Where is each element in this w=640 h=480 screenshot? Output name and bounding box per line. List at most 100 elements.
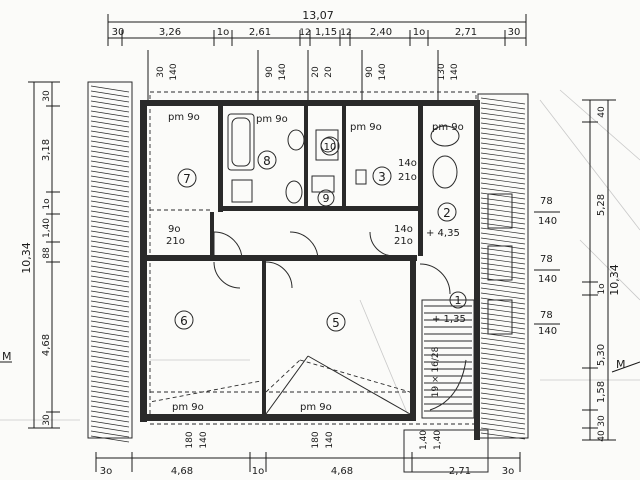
roof-hatch-line [480, 292, 526, 300]
top-seg-4: 2,61 [249, 27, 271, 38]
room-3-label: 3 [378, 170, 386, 184]
top-open-8: 140 [378, 63, 388, 80]
window-r1-width: 78 [540, 196, 553, 207]
roof-hatch-line [480, 412, 526, 420]
window-r2-width: 78 [540, 254, 553, 265]
roof-hatch-line [90, 165, 130, 173]
roof-hatch-line [480, 117, 526, 125]
bathroom-fixtures [227, 113, 460, 204]
annotations: pm 9o pm 9o pm 9o pm 9o pm 9o pm 9o 14o … [166, 112, 560, 413]
roof-hatch-line [90, 365, 130, 373]
top-seg-8: 2,40 [370, 27, 392, 38]
roof-hatch-line [480, 337, 526, 345]
room-10-label: 10 [324, 142, 337, 153]
roof-hatch-line [480, 297, 526, 305]
right-total-label: 10,34 [608, 264, 621, 296]
roof-hatch-line [480, 417, 526, 425]
roof-hatch-line [480, 377, 526, 385]
roof-hatch-line [90, 230, 130, 238]
roof-hatch-line [90, 160, 130, 168]
dimension-chain-right: 10,34 40 5,28 1o 5,30 1,58 30 40 [582, 99, 621, 442]
roof-hatch-line [90, 305, 130, 313]
roof-hatch-line [90, 325, 130, 333]
roof-hatch-line [480, 347, 526, 355]
pm-label-room2: pm 9o [432, 122, 464, 133]
roof-hatch-line [480, 112, 526, 120]
roof-hatch-line [90, 130, 130, 138]
roof-hatch-line [480, 122, 526, 130]
room-5-label: 5 [332, 316, 340, 330]
top-seg-11: 30 [508, 27, 521, 38]
roof-hatch-line [480, 107, 526, 115]
roof-hatch-line [480, 127, 526, 135]
roof-hatch-line [90, 110, 130, 118]
roof-hatch-line [480, 397, 526, 405]
roof-hatch-line [480, 382, 526, 390]
roof-hatch-line [90, 340, 130, 348]
roof-hatch-line [480, 407, 526, 415]
roof-hatch-line [480, 387, 526, 395]
roof-hatch-line [90, 180, 130, 188]
section-mark-right: M [616, 358, 626, 371]
room-8-label: 8 [263, 154, 271, 168]
bottom-open-5: 1,40 [419, 430, 429, 450]
left-seg-6: 4,68 [41, 334, 52, 356]
roof-hatch-line [90, 390, 130, 398]
roof-hatch-line [90, 120, 130, 128]
bottom-open-4: 140 [325, 431, 335, 448]
roof-hatch-line [90, 115, 130, 123]
roof-hatch-line [90, 145, 130, 153]
top-open-7: 90 [365, 66, 375, 78]
roof-hatch-line [90, 335, 130, 343]
bottom-seg-2: 4,68 [171, 466, 193, 477]
roof-hatch-line [90, 90, 130, 98]
right-seg-7: 40 [597, 430, 607, 442]
roof-hatch-line [90, 355, 130, 363]
bottom-seg-1: 3o [100, 466, 112, 477]
roof-hatch-line [480, 187, 526, 195]
roof-hatch-line [90, 430, 130, 438]
window-r3-width: 78 [540, 310, 553, 321]
top-seg-1: 30 [112, 27, 125, 38]
top-seg-7: 12 [340, 28, 351, 38]
roof-hatch-line [90, 210, 130, 218]
roof-hatch-line [480, 427, 526, 435]
roof-hatch-line [90, 260, 130, 268]
outer-walls [140, 100, 480, 440]
roof-hatch-line [90, 270, 130, 278]
window-r3-height: 140 [538, 326, 557, 337]
bottom-open-3: 180 [311, 431, 321, 448]
bottom-seg-6: 3o [502, 466, 514, 477]
roof-hatch-line [90, 205, 130, 213]
roof-hatch-line [90, 410, 130, 418]
staircase [421, 299, 475, 419]
roof-hatch-line [480, 137, 526, 145]
roof-hatch-line [90, 425, 130, 433]
top-open-2: 140 [169, 63, 179, 80]
top-seg-5: 12 [299, 28, 310, 38]
roof-hatch-line [90, 360, 130, 368]
roof-hatch-line [90, 420, 130, 428]
top-open-9: 130 [437, 63, 447, 80]
roof-hatch-line [90, 405, 130, 413]
roof-hatch-line [90, 225, 130, 233]
left-seg-4: 1,40 [42, 218, 52, 238]
bottom-open-1: 180 [185, 431, 195, 448]
roof-hatch-line [90, 310, 130, 318]
right-seg-5: 1,58 [596, 381, 607, 403]
roof-hatch-line [90, 315, 130, 323]
total-width-label: 13,07 [302, 9, 334, 22]
top-seg-10: 2,71 [455, 27, 477, 38]
door-room3-width: 14o [398, 158, 417, 169]
bottom-open-6: 1,40 [433, 430, 443, 450]
roof-hatch-line [90, 330, 130, 338]
roof-hatch-line [480, 357, 526, 365]
roof-hatch-line [480, 367, 526, 375]
roof-hatch-line [90, 220, 130, 228]
roof-hatch-line [480, 152, 526, 160]
roof-hatch-line [480, 132, 526, 140]
roof-hatching-left [87, 81, 133, 443]
roof-hatch-line [90, 215, 130, 223]
bottom-open-2: 140 [199, 431, 209, 448]
